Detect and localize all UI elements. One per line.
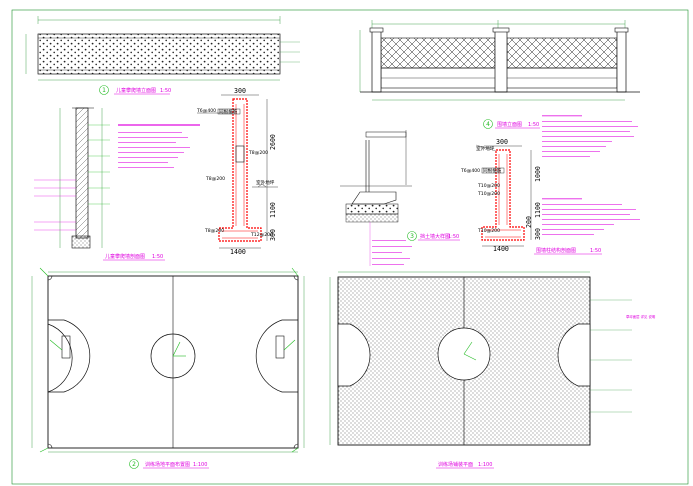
caption-bubble-4 — [483, 119, 493, 129]
caption-fence-elevation: 围墙立面图 — [497, 121, 522, 128]
column-a-height-lower-a: 1100 — [269, 202, 277, 218]
column-b-height-lower-a: 1100 — [534, 202, 542, 218]
column-a-foot-rebar: T12@200 — [250, 232, 273, 238]
caption-bank-wall-elevation: 儿童攀爬墙立面图 — [116, 87, 156, 94]
caption-scale-turf: 1:100 — [478, 462, 492, 468]
column-a-rebar-top: T6@400 — [196, 108, 216, 114]
notes-block-right — [542, 115, 640, 235]
caption-number-3: 3 — [410, 233, 414, 240]
column-section-a: 300 T6@400 同根植筋 2600 T8@200 T8@200 室外地坪 … — [196, 87, 278, 256]
column-a-top-dim: 300 — [234, 87, 246, 95]
wall-section: 儿童攀爬墙剖面图 1:50 — [34, 107, 200, 261]
column-b-stirrup-1: T10@200 — [477, 183, 500, 189]
column-b-foot-rebar: T10@200 — [477, 228, 500, 234]
column-a-height-lower-b: 300 — [269, 229, 277, 241]
fence-elevation: 4 围墙立面图 1:50 — [359, 20, 640, 129]
column-section-b: 300 室外地坪 T6@400 同根植筋 1000 T10@200 T10@20… — [460, 138, 602, 255]
caption-retaining-wall: 挡土墙大样图 — [420, 233, 450, 240]
column-b-rebar-box: 同根植筋 — [483, 167, 502, 174]
column-b-stirrup-2: T10@200 — [477, 191, 500, 197]
column-b-top-dim: 300 — [496, 138, 508, 146]
column-b-ground-label: 室外地坪 — [476, 145, 495, 152]
caption-number-2: 2 — [132, 461, 136, 468]
retaining-wall-section: 3 挡土墙大样图 1:50 — [340, 130, 460, 266]
column-b-dim-small: 200 — [525, 216, 533, 228]
caption-number-1: 1 — [102, 87, 106, 94]
column-a-stirrup-1: T8@200 — [248, 150, 268, 156]
caption-scale-wall-section: 1:50 — [152, 254, 163, 260]
column-b-width-dim: 1400 — [493, 245, 509, 253]
column-b-height-lower-b: 300 — [534, 228, 542, 240]
caption-number-4: 4 — [486, 121, 490, 128]
court-plan-left: 2 训练场地平面布置图 1:100 — [31, 267, 305, 469]
column-a-ground-label: 室外地坪 — [256, 179, 275, 186]
caption-scale-1: 1:50 — [160, 88, 171, 94]
turf-note: 草坪面层 详见 说明 — [626, 314, 656, 319]
caption-court-plan: 训练场地平面布置图 — [145, 461, 190, 468]
caption-scale-3: 1:50 — [448, 234, 459, 240]
caption-turf-plan: 训练场铺装平面 — [438, 461, 473, 468]
column-a-stirrup-3: T8@200 — [204, 228, 224, 234]
caption-bubble-2 — [129, 459, 139, 469]
column-a-rebar-box: 同根植筋 — [219, 108, 238, 115]
caption-scale-column-section: 1:50 — [590, 248, 601, 254]
column-a-stirrup-2: T8@200 — [205, 176, 225, 182]
column-a-width-dim: 1400 — [230, 248, 246, 256]
caption-scale-4: 1:50 — [528, 122, 539, 128]
caption-bubble-3 — [407, 231, 417, 241]
caption-scale-2: 1:100 — [193, 462, 207, 468]
turf-plan-right: 草坪面层 详见 说明 训练场铺装平面 1:100 — [329, 271, 656, 469]
caption-bubble-1 — [99, 85, 109, 95]
bank-wall-elevation: 1 儿童攀爬墙立面图 1:50 — [25, 16, 300, 95]
column-a-height-upper: 2600 — [269, 134, 277, 150]
sheet-border — [11, 9, 689, 485]
column-b-height-upper: 1000 — [534, 166, 542, 182]
caption-wall-section: 儿童攀爬墙剖面图 — [105, 253, 145, 260]
column-b-rebar-top: T6@400 — [460, 168, 480, 174]
caption-column-section: 围墙柱结构剖面图 — [536, 247, 576, 254]
